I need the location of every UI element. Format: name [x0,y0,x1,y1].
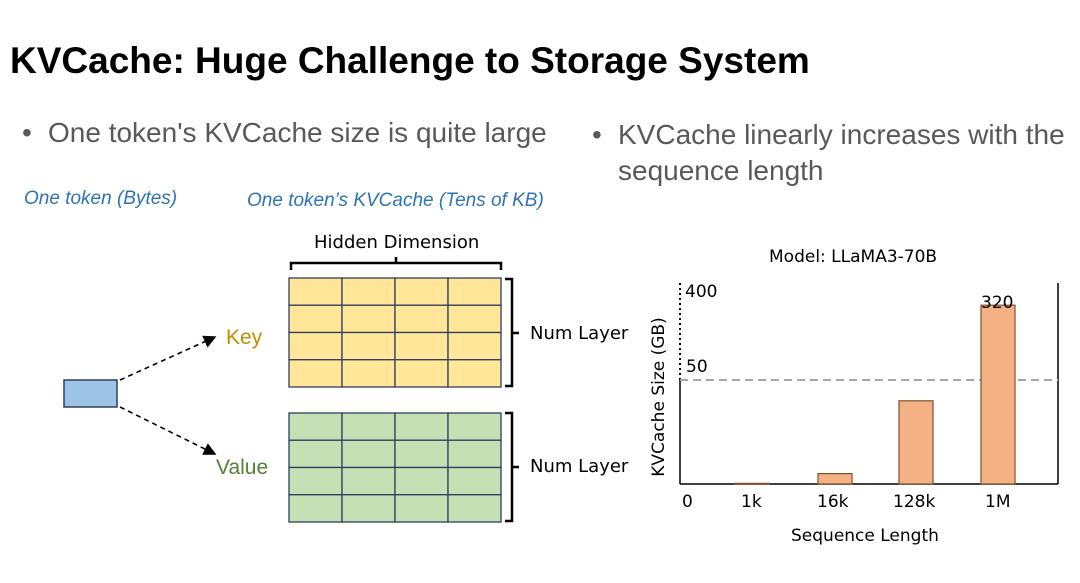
bullet-text: One token's KVCache size is quite large [48,117,547,148]
key-num-layer-label: Num Layer [530,323,629,344]
value-label-1M: 320 [981,293,1014,313]
value-grid-cell [394,466,449,496]
value-grid [288,412,502,523]
key-grid-cell [341,359,396,388]
x-tick-label: 1M [985,492,1011,512]
value-layer-bracket [505,411,519,523]
kvcache-size-chart [679,283,1059,485]
key-grid-cell [288,331,343,361]
caption-kvcache: One token’s KVCache (Tens of KB) [247,190,544,211]
key-grid-cell [394,304,449,334]
value-grid-cell [447,439,502,469]
x-tick-label: 128k [893,492,936,512]
bar-16k [817,473,853,485]
slide-title: KVCache: Huge Challenge to Storage Syste… [10,40,810,81]
value-grid-cell [394,494,449,523]
key-grid-cell [288,304,343,334]
bar-1M [980,304,1016,485]
value-grid-cell [447,494,502,523]
value-grid-cell [341,439,396,469]
value-num-layer-label: Num Layer [530,456,629,477]
key-label: Key [226,326,263,349]
key-grid-cell [288,359,343,388]
x-axis-label: Sequence Length [791,526,939,546]
x-tick-label: 1k [741,492,762,512]
key-grid-cell [394,331,449,361]
value-label: Value [216,456,269,479]
x-origin-label: 0 [682,492,693,512]
key-grid-cell [447,331,502,361]
key-grid-cell [447,304,502,334]
token-box [63,379,118,408]
value-grid-cell [288,494,343,523]
key-grid-cell [447,277,502,306]
caption-one-token: One token (Bytes) [24,188,178,209]
x-tick-label: 16k [817,492,849,512]
bullet-dot: • [592,119,602,150]
bar-1k [734,482,770,485]
arrow-to-value [119,406,217,455]
key-grid-cell [447,359,502,388]
key-grid-cell [341,331,396,361]
key-grid-cell [394,277,449,306]
key-layer-bracket [505,277,519,388]
bullet-linear-growth: • KVCache linearly increases with the seq… [592,117,1065,189]
value-grid-cell [447,466,502,496]
bullet-dot: • [22,117,32,148]
value-grid-cell [341,412,396,441]
value-grid-cell [341,466,396,496]
value-grid-cell [288,439,343,469]
bullet-text-line1: KVCache linearly increases with the [618,119,1065,150]
key-grid-cell [341,304,396,334]
value-grid-cell [288,466,343,496]
y-axis-label: KVCache Size (GB) [649,317,669,477]
chart-title: Model: LLaMA3-70B [769,247,938,267]
key-grid [288,277,502,388]
arrow-to-key [119,335,217,381]
bullet-text-line2: sequence length [618,155,824,186]
value-grid-cell [288,412,343,441]
y-marker-400: 400 [685,282,718,302]
y-marker-50: 50 [686,357,708,377]
value-grid-cell [394,412,449,441]
value-grid-cell [394,439,449,469]
key-grid-cell [394,359,449,388]
hidden-dimension-label: Hidden Dimension [314,232,480,253]
key-grid-cell [288,277,343,306]
value-grid-cell [341,494,396,523]
key-grid-cell [341,277,396,306]
value-grid-cell [447,412,502,441]
hidden-dimension-brace [289,257,503,270]
bullet-token-size: • One token's KVCache size is quite large [22,117,547,149]
bar-128k [898,400,934,485]
